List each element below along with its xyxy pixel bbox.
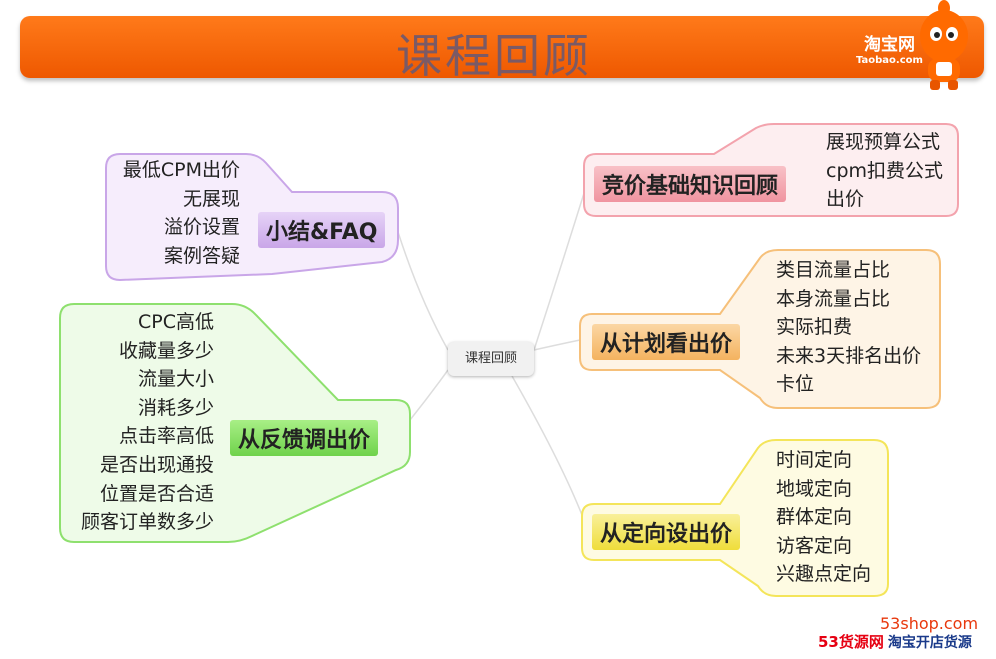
feedback-item: 位置是否合适 bbox=[99, 482, 214, 505]
taobao-logo: 淘宝网 Taobao.com bbox=[856, 30, 923, 66]
connector-targeting bbox=[511, 375, 583, 516]
feedback-item: CPC高低 bbox=[138, 311, 214, 333]
basics-item: 出价 bbox=[826, 188, 865, 211]
footer-url: 53shop.com bbox=[880, 614, 979, 633]
summary-shape bbox=[105, 153, 399, 282]
center-node: 课程回顾 bbox=[448, 342, 534, 376]
feedback-items: CPC高低 收藏量多少 流量大小 消耗多少 点击率高低 是否出现通投 位置是否合… bbox=[64, 308, 214, 537]
brand-en: Taobao.com bbox=[856, 55, 923, 66]
feedback-item: 流量大小 bbox=[137, 368, 214, 391]
footer-brand-red: 53货源网 bbox=[818, 633, 884, 651]
basics-item: cpm扣费公式 bbox=[826, 159, 944, 182]
footer-brand: 53货源网淘宝开店货源 bbox=[818, 631, 972, 652]
feedback-item: 点击率高低 bbox=[118, 425, 214, 448]
connector-plan bbox=[533, 339, 581, 351]
feedback-item: 顾客订单数多少 bbox=[80, 511, 214, 534]
summary-item: 案例答疑 bbox=[163, 244, 240, 267]
plan-items: 类目流量占比 本身流量占比 实际扣费 未来3天排名出价 卡位 bbox=[776, 256, 936, 399]
targeting-item: 群体定向 bbox=[776, 506, 853, 529]
targeting-item: 地域定向 bbox=[776, 477, 853, 500]
summary-item: 最低CPM出价 bbox=[122, 159, 240, 181]
summary-item: 溢价设置 bbox=[163, 216, 240, 239]
targeting-label: 从定向设出价 bbox=[592, 514, 741, 550]
plan-shape bbox=[579, 249, 941, 409]
summary-items: 最低CPM出价 无展现 溢价设置 案例答疑 bbox=[110, 156, 240, 270]
targeting-items: 时间定向 地域定向 群体定向 访客定向 兴趣点定向 bbox=[776, 446, 884, 589]
plan-item: 实际扣费 bbox=[776, 316, 853, 339]
page-title: 课程回顾 bbox=[396, 29, 592, 83]
summary-item: 无展现 bbox=[182, 187, 240, 210]
feedback-item: 收藏量多少 bbox=[118, 339, 214, 362]
plan-item: 本身流量占比 bbox=[776, 287, 891, 310]
connector-feedback bbox=[409, 369, 449, 421]
brand-cn: 淘宝网 bbox=[863, 35, 915, 55]
plan-item: 未来3天排名出价 bbox=[776, 344, 922, 367]
targeting-item: 兴趣点定向 bbox=[776, 563, 872, 586]
feedback-label: 从反馈调出价 bbox=[230, 420, 379, 456]
connector-basics bbox=[533, 189, 586, 351]
feedback-item: 消耗多少 bbox=[137, 396, 214, 419]
header-bar: 课程回顾 淘宝网 Taobao.com bbox=[20, 16, 984, 83]
footer-brand-blue: 淘宝开店货源 bbox=[887, 635, 972, 651]
basics-item: 展现预算公式 bbox=[826, 131, 941, 153]
basics-items: 展现预算公式 cpm扣费公式 出价 bbox=[826, 128, 952, 214]
targeting-item: 时间定向 bbox=[776, 449, 853, 471]
taobao-mascot-icon bbox=[920, 0, 968, 90]
plan-label: 从计划看出价 bbox=[592, 324, 741, 360]
plan-item: 卡位 bbox=[776, 373, 815, 396]
plan-item: 类目流量占比 bbox=[776, 259, 891, 281]
targeting-item: 访客定向 bbox=[776, 534, 853, 557]
basics-label: 竞价基础知识回顾 bbox=[594, 166, 787, 202]
summary-label: 小结&FAQ bbox=[258, 212, 386, 248]
connector-summary bbox=[397, 231, 449, 351]
feedback-item: 是否出现通投 bbox=[99, 453, 214, 476]
